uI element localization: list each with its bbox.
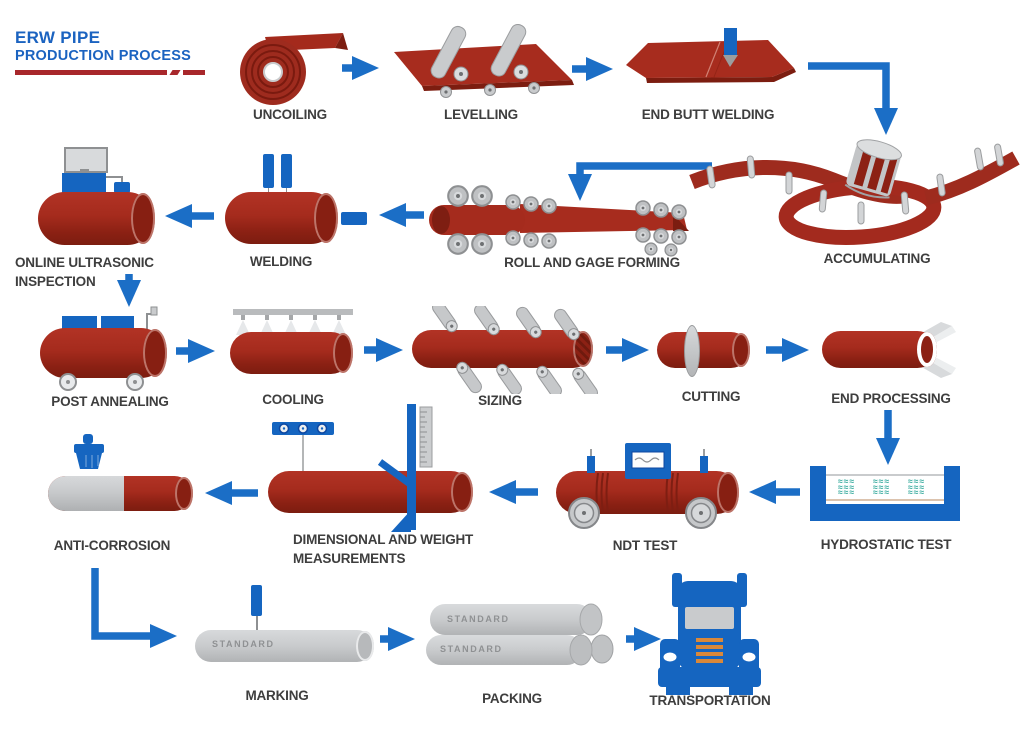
paint-brush-icon (74, 434, 104, 469)
pipe-bundle-icon (426, 603, 614, 666)
marking-pipe-text: STANDARD (212, 639, 275, 649)
probe-cable (121, 176, 123, 184)
marking-pipe-icon (195, 630, 374, 662)
welding-electrode-icon (263, 154, 274, 188)
title-underline (15, 70, 167, 75)
inspection-pipe-icon (38, 192, 155, 245)
cutter-ring-icon (684, 325, 700, 377)
caliper-ruler-gauge-icon (272, 404, 433, 532)
end-processing-pipe-icon (822, 331, 937, 368)
label-cutting: CUTTING (681, 389, 741, 404)
packing-pipe-text-2: STANDARD (440, 644, 503, 654)
probe-cable (106, 176, 123, 178)
cart-wheels-icon (59, 373, 144, 391)
cooling-pipe-icon (230, 332, 353, 374)
cutting-pipe-icon (657, 332, 750, 368)
page-title-line1: ERW PIPE (15, 28, 101, 47)
page-title-line2: PRODUCTION PROCESS (15, 48, 192, 64)
pipe-spray-icon (233, 309, 353, 335)
strip-loop-cage-icon (689, 139, 1020, 245)
truck-icon (658, 573, 761, 695)
arrow-accumulating-rollforming (568, 162, 712, 201)
tank-pipe-outline (826, 499, 944, 501)
forming-rollers-icon (429, 185, 689, 257)
label-hydrostatic-test: HYDROSTATIC TEST (820, 537, 952, 552)
label-transportation: TRANSPORTATION (649, 693, 771, 708)
tank-wall-right (944, 466, 960, 516)
monitor-stand (80, 169, 89, 173)
electrode-wire (286, 188, 287, 194)
steel-coil-icon (240, 33, 348, 105)
label-packing: PACKING (482, 691, 542, 706)
arrow-anticorrosion-marking (91, 568, 177, 648)
anti-corrosion-pipe-icon (48, 476, 193, 511)
label-anti-corrosion: ANTI-CORROSION (53, 538, 171, 553)
pen-stroke (256, 616, 258, 632)
label-ultrasonic-line1: ONLINE ULTRASONIC (15, 255, 154, 270)
pipe-monitor-wheels-icon (568, 443, 717, 529)
title-underline-short (183, 70, 205, 75)
sizing-pipe-icon (412, 330, 593, 368)
label-cooling: COOLING (262, 392, 324, 407)
marker-pen-icon (251, 585, 262, 616)
arrow-endbuttwelding-accumulating (808, 62, 899, 135)
label-levelling: LEVELLING (444, 107, 518, 122)
label-uncoiling: UNCOILING (253, 107, 327, 122)
label-dimensional-line2: MEASUREMENTS (293, 551, 406, 566)
strip-rollers-icon (394, 24, 574, 98)
electrode-wire (268, 188, 269, 194)
strip-feed-icon (341, 212, 367, 225)
water-waves-icon: ≈≈≈≈≈≈≈≈≈ (838, 476, 855, 498)
tank-rim (826, 474, 944, 476)
water-waves-icon: ≈≈≈≈≈≈≈≈≈ (908, 476, 925, 498)
pipe-angled-rollers-icon (429, 306, 601, 394)
label-ndt-test: NDT TEST (612, 538, 678, 553)
label-marking: MARKING (245, 688, 309, 703)
welding-pipe-icon (225, 192, 338, 244)
coating-layer (48, 476, 125, 511)
post-annealing-pipe-icon (40, 328, 167, 378)
label-accumulating: ACCUMULATING (823, 251, 931, 266)
dimensional-pipe-icon (268, 471, 473, 513)
packing-pipe-text-1: STANDARD (447, 614, 510, 624)
label-dimensional-line1: DIMENSIONAL AND WEIGHT (293, 532, 474, 547)
water-waves-icon: ≈≈≈≈≈≈≈≈≈ (873, 476, 890, 498)
label-end-butt-welding: END BUTT WELDING (641, 107, 775, 122)
label-welding: WELDING (249, 254, 313, 269)
weld-arrow-strip-icon (626, 28, 796, 83)
label-ultrasonic-line2: INSPECTION (15, 274, 96, 289)
tank-base (810, 504, 960, 521)
label-roll-gage-forming: ROLL AND GAGE FORMING (504, 255, 680, 270)
label-sizing: SIZING (478, 393, 522, 408)
ultrasonic-probe-icon (114, 182, 130, 193)
tank-wall-left (810, 466, 826, 516)
label-post-annealing: POST ANNEALING (51, 394, 169, 409)
label-end-processing: END PROCESSING (831, 391, 951, 406)
welding-electrode-icon (281, 154, 292, 188)
